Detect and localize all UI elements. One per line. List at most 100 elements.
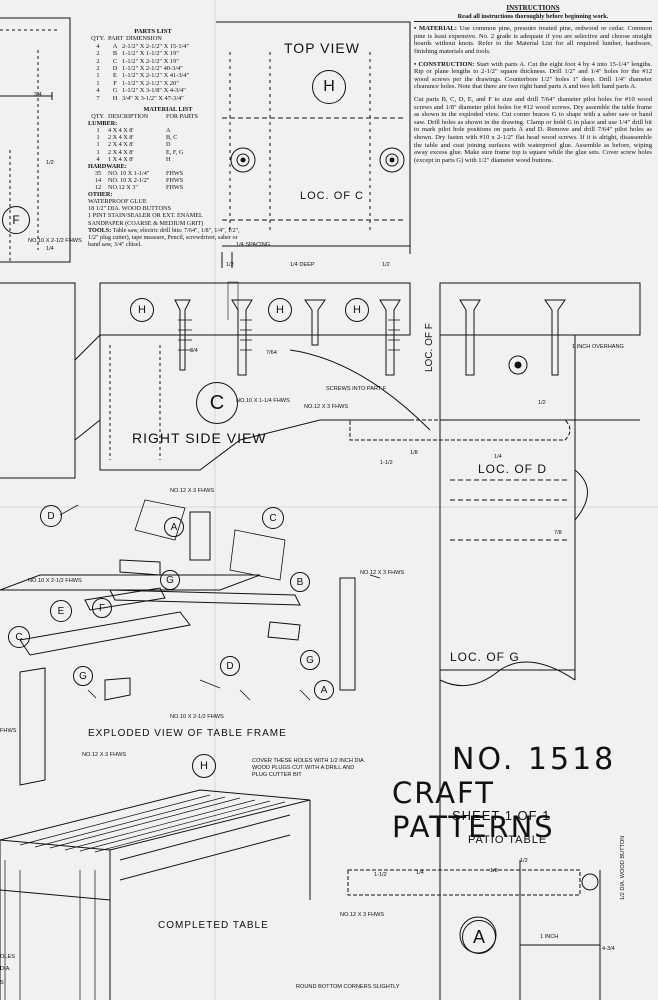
hardware-label: HARDWARE: [88, 162, 127, 170]
part: H [112, 94, 118, 102]
description: 2 X 4 X 8' [108, 148, 134, 156]
qty: 2 [96, 50, 100, 58]
overhang-dimension: 1 INCH OVERHANG [572, 344, 624, 350]
part-letter-a: A [462, 920, 496, 954]
description: 1 X 4 X 8' [108, 155, 134, 163]
edge-fragment: OLES [0, 954, 15, 960]
parts-row: 2 B 1-1/2" X 1-1/2" X 19" [88, 50, 218, 57]
completed-table-label: COMPLETED TABLE [158, 920, 269, 931]
part-letter-g: G [300, 650, 320, 670]
dim-one-and-half: 1-1/2 [374, 872, 387, 878]
description: NO. 10 X 1-1/4" [108, 169, 150, 177]
exploded-view-label: EXPLODED VIEW OF TABLE FRAME [88, 728, 287, 739]
qty: 1 [96, 72, 100, 80]
dimension: 2-1/2" X 2-1/2" X 15-1/4" [122, 42, 190, 50]
construction-text: Start with parts A. Cut the eight foot 4… [414, 60, 653, 91]
tools-label: TOOLS: [88, 226, 112, 234]
dim-four-three-quarters: 4-3/4 [602, 946, 615, 952]
qty: 12 [94, 184, 102, 192]
spacing-dimension: 1/4 SPACING [236, 242, 271, 248]
material-heading: • MATERIAL: [414, 25, 457, 33]
description: 2 X 4 X 8' [108, 141, 134, 149]
other-line: SANDPAPER (COARSE & MEDIUM GRIT) [88, 219, 204, 227]
screw-callout: NO.10 X 2-1/2 FHWS [28, 238, 82, 244]
assembly-paragraph: Cut parts B, C, D, E, and F to size and … [414, 95, 652, 164]
dim-one-inch: 1 INCH [540, 934, 559, 940]
header-qty: QTY. [91, 35, 105, 43]
material-paragraph: • MATERIAL: Use common pine, pressure tr… [414, 25, 652, 55]
part-letter-e: E [50, 600, 72, 622]
exploded-view-frame [0, 499, 381, 786]
header-qty: QTY. [91, 113, 105, 121]
fold-crease [214, 0, 216, 1000]
tools-text: Table saw, electric drill bits: 7/64", 1… [88, 226, 240, 248]
dim-one-and-half: 1-1/2 [380, 460, 393, 466]
for-parts: FHWS [166, 184, 184, 192]
part-letter-g: G [73, 666, 93, 686]
dim-half: 1/2 [226, 262, 234, 268]
lumber-label: LUMBER: [88, 120, 118, 128]
completed-table [0, 789, 311, 1000]
screw-callout: NO.12 X 3 FHWS [170, 488, 215, 494]
part: C [112, 57, 118, 65]
parts-row: 1 E 1-1/2" X 2-1/2" X 41-3/4" [88, 72, 218, 79]
part-letter-c: C [8, 626, 30, 648]
part-letter-c: C [196, 382, 238, 424]
part-letter-h: H [192, 754, 216, 778]
qty: 1 [96, 148, 100, 156]
edge-fragment: DIA. [0, 966, 11, 972]
dim-quarter: 1/4 [494, 454, 502, 460]
pilot-hole-dimension: 7/64 [266, 350, 277, 356]
part: E [113, 72, 117, 80]
dimension: 1-1/2" X 2-1/2" X 41-3/4" [122, 72, 190, 80]
dim-quarter: 1/4 [416, 870, 424, 876]
lower-right-detail [347, 860, 601, 1000]
part-letter-b: B [290, 572, 310, 592]
depth-dimension: 1/4 DEEP [290, 262, 315, 268]
for-parts: B, C [166, 134, 178, 142]
part: D [112, 65, 118, 73]
part-letter-h: H [312, 70, 346, 104]
instructions-panel: INSTRUCTIONS Read all instructions thoro… [414, 4, 653, 169]
dimension: 1-1/2" X 2-1/2" X 19" [122, 57, 179, 65]
other-line: 1 PINT STAIN/SEALER OR EXT. ENAMEL [88, 212, 203, 220]
qty: 1 [96, 79, 100, 87]
loc-of-d-board [349, 282, 641, 1000]
edge-fragment: S [0, 980, 4, 986]
part-letter-c: C [262, 507, 284, 529]
loc-of-g-label: LOC. OF G [450, 650, 520, 664]
qty: 2 [96, 57, 100, 65]
wood-button-note: 1/2 DIA. WOOD BUTTON [620, 835, 626, 900]
top-left-leg-fragment [0, 17, 71, 263]
header-dimension: DIMENSION [126, 35, 162, 43]
description: 4 X 4 X 8' [108, 127, 134, 135]
description: NO. 10 X 2-1/2" [108, 176, 150, 184]
other-label: OTHER: [88, 191, 113, 199]
dimension: 1-1/2" X 1-1/2" X 19" [122, 50, 179, 58]
header-part: PART [108, 35, 124, 43]
part: G [112, 87, 118, 95]
round-corners-note: ROUND BOTTOM CORNERS SLIGHTLY [296, 984, 400, 990]
dim-eighth: 1/8 [410, 450, 418, 456]
project-name: PATIO TABLE [468, 834, 548, 846]
dim-quarter: 1/4 [46, 246, 54, 252]
part: B [112, 50, 118, 58]
dim-three-quarter: 3/4 [34, 92, 42, 98]
screw-callout: NO.12 X 3 FHWS [304, 404, 349, 410]
screw-callout: NO.12 X 3 FHWS [340, 912, 385, 918]
loc-of-f-label: LOC. OF F [424, 323, 435, 372]
screw-callout: NO.10 X 1-1/4 FHWS [236, 398, 290, 404]
